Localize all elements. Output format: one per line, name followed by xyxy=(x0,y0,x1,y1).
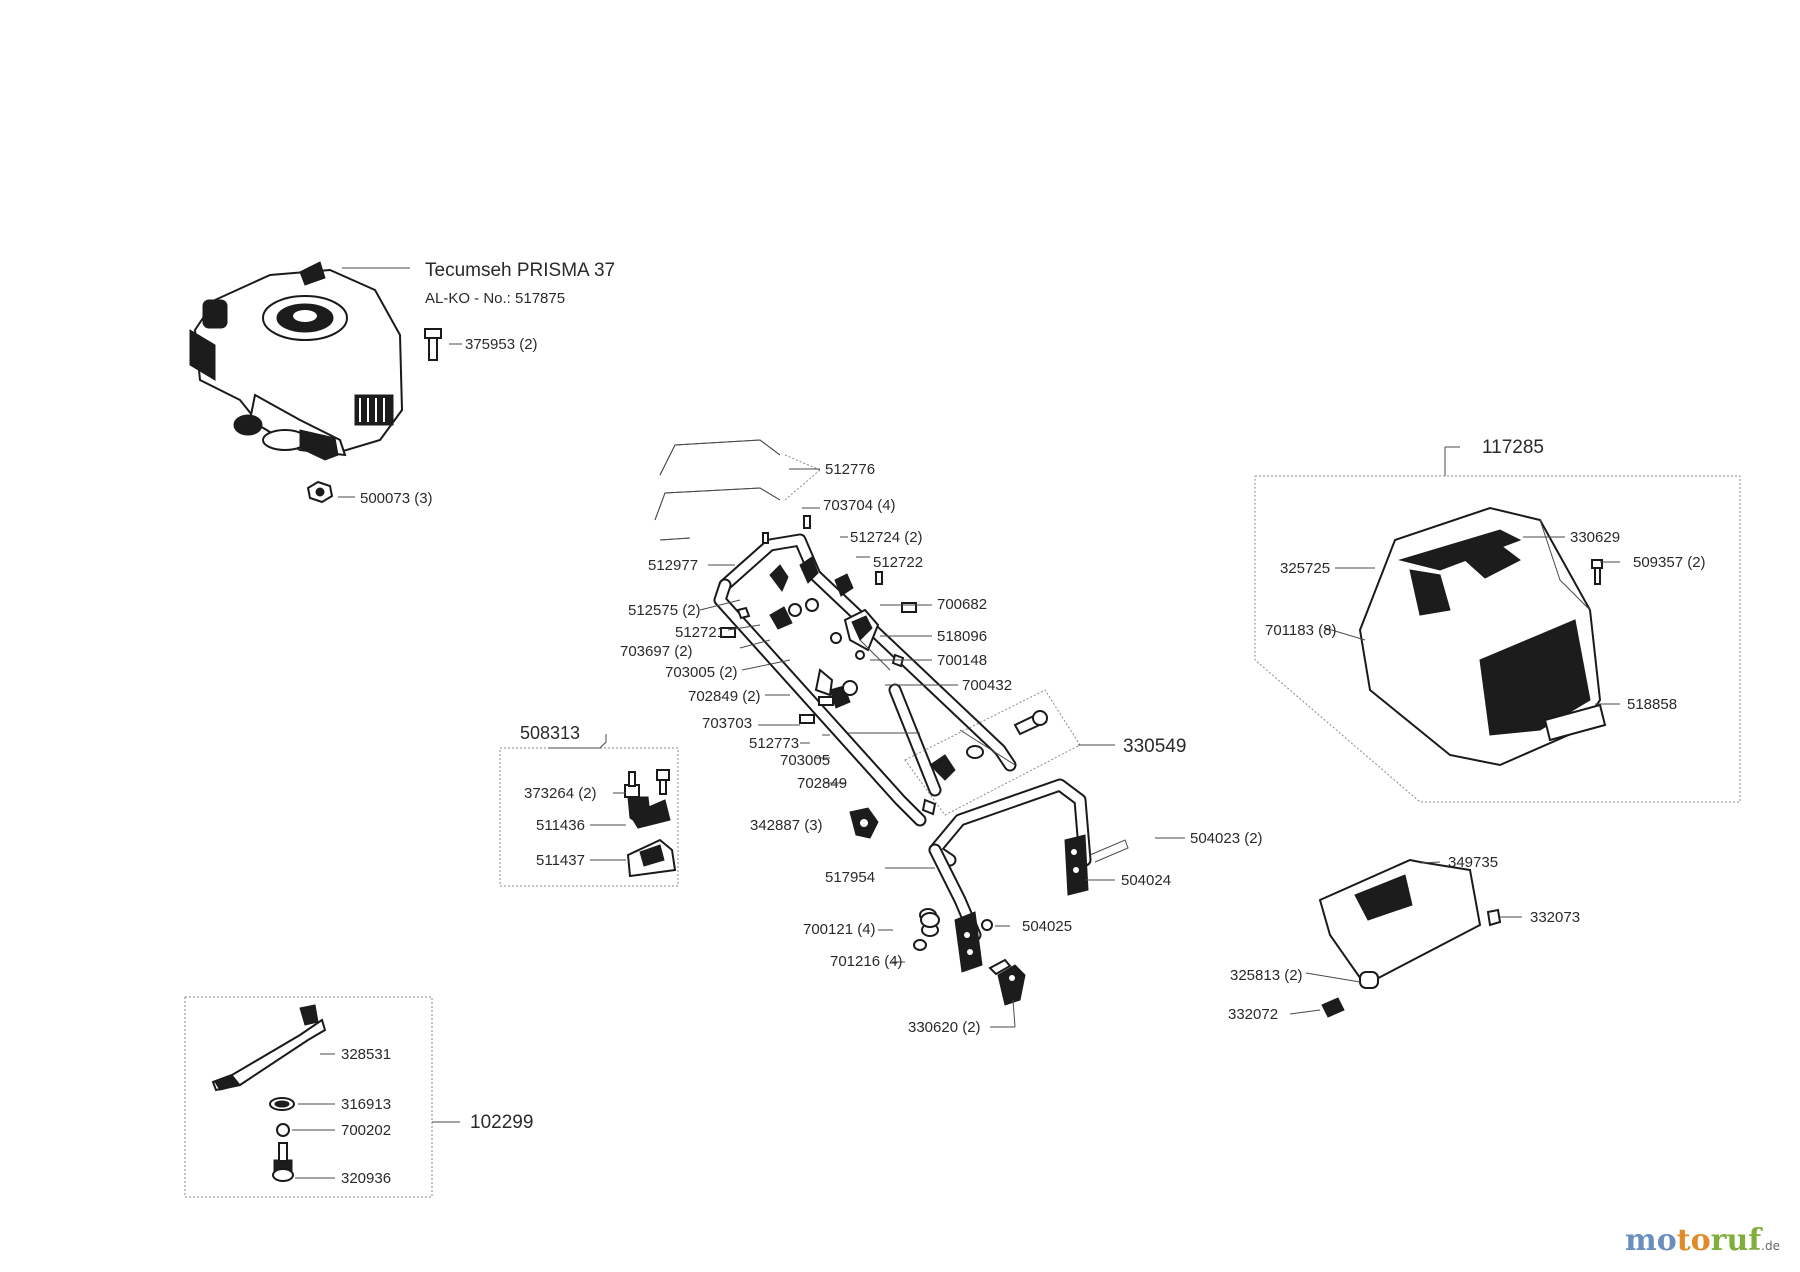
small-fasteners xyxy=(720,515,917,724)
label-703704: 703704 (4) xyxy=(823,497,896,514)
label-702849b: 702849 xyxy=(797,775,847,792)
label-325725: 325725 xyxy=(1280,560,1330,577)
logo-part-1: mo xyxy=(1625,1223,1677,1258)
cable-clip-342887 xyxy=(849,807,879,839)
label-332072: 332072 xyxy=(1228,1006,1278,1023)
label-330629: 330629 xyxy=(1570,529,1620,546)
label-375953: 375953 (2) xyxy=(465,336,538,353)
engine-drawing xyxy=(189,261,410,461)
label-117285: 117285 xyxy=(1482,437,1544,458)
label-700121: 700121 (4) xyxy=(803,921,876,938)
label-342887: 342887 (3) xyxy=(750,817,823,834)
bolt-375953 xyxy=(424,328,462,361)
label-703697: 703697 (2) xyxy=(620,643,693,660)
label-512773: 512773 xyxy=(749,735,799,752)
logo-suffix: .de xyxy=(1761,1239,1780,1253)
label-701183: 701183 (8) xyxy=(1265,622,1336,639)
label-700432: 700432 xyxy=(962,677,1012,694)
upper-handle-512977 xyxy=(713,533,1017,827)
label-330620: 330620 (2) xyxy=(908,1019,981,1036)
label-328531: 328531 xyxy=(341,1046,391,1063)
label-325813: 325813 (2) xyxy=(1230,967,1303,984)
logo-part-2: to xyxy=(1676,1223,1711,1258)
label-703703: 703703 xyxy=(702,715,752,732)
label-700682: 700682 xyxy=(937,596,987,613)
label-504024: 504024 xyxy=(1121,872,1171,889)
label-504025: 504025 xyxy=(1022,918,1072,935)
rear-flap-349735 xyxy=(1318,858,1502,1018)
label-512724: 512724 (2) xyxy=(850,529,923,546)
leader-lines xyxy=(292,468,1620,1179)
label-702849a: 702849 (2) xyxy=(688,688,761,705)
blade-kit-102299 xyxy=(184,996,460,1198)
label-373264: 373264 (2) xyxy=(524,785,597,802)
label-512776: 512776 xyxy=(825,461,875,478)
label-701216: 701216 (4) xyxy=(830,953,903,970)
label-509357: 509357 (2) xyxy=(1633,554,1706,571)
label-700148: 700148 xyxy=(937,652,987,669)
label-512722: 512722 xyxy=(873,554,923,571)
label-511436: 511436 xyxy=(536,817,585,834)
label-102299: 102299 xyxy=(470,1112,533,1133)
label-512721: 512721 xyxy=(675,624,725,641)
logo-part-3: ruf xyxy=(1710,1223,1762,1258)
kit-330549 xyxy=(904,689,1100,816)
label-517954: 517954 xyxy=(825,869,875,886)
site-logo: motoruf.de xyxy=(1625,1223,1780,1258)
engine-subtitle: AL-KO - No.: 517875 xyxy=(425,290,565,307)
label-504023: 504023 (2) xyxy=(1190,830,1263,847)
lower-handle-517954 xyxy=(913,778,1129,1006)
kit-508313 xyxy=(499,734,679,887)
label-500073: 500073 (3) xyxy=(360,490,433,507)
label-518096: 518096 xyxy=(937,628,987,645)
label-332073: 332073 xyxy=(1530,909,1580,926)
grass-catcher-117285 xyxy=(1254,446,1741,803)
part-labels: Tecumseh PRISMA 37 AL-KO - No.: 517875 3… xyxy=(341,260,1706,1187)
label-349735: 349735 xyxy=(1448,854,1498,871)
label-700202: 700202 xyxy=(341,1122,391,1139)
label-703005a: 703005 (2) xyxy=(665,664,738,681)
label-703005b: 703005 xyxy=(780,752,830,769)
cable-guides-512776 xyxy=(654,439,821,541)
label-320936: 320936 xyxy=(341,1170,391,1187)
label-512575: 512575 (2) xyxy=(628,602,701,619)
label-512977: 512977 xyxy=(648,557,698,574)
label-330549: 330549 xyxy=(1123,736,1186,757)
label-518858: 518858 xyxy=(1627,696,1677,713)
nut-500073 xyxy=(306,480,355,504)
label-316913: 316913 xyxy=(341,1096,391,1113)
label-511437: 511437 xyxy=(536,852,585,869)
engine-title: Tecumseh PRISMA 37 xyxy=(425,260,615,281)
label-508313: 508313 xyxy=(520,723,580,743)
